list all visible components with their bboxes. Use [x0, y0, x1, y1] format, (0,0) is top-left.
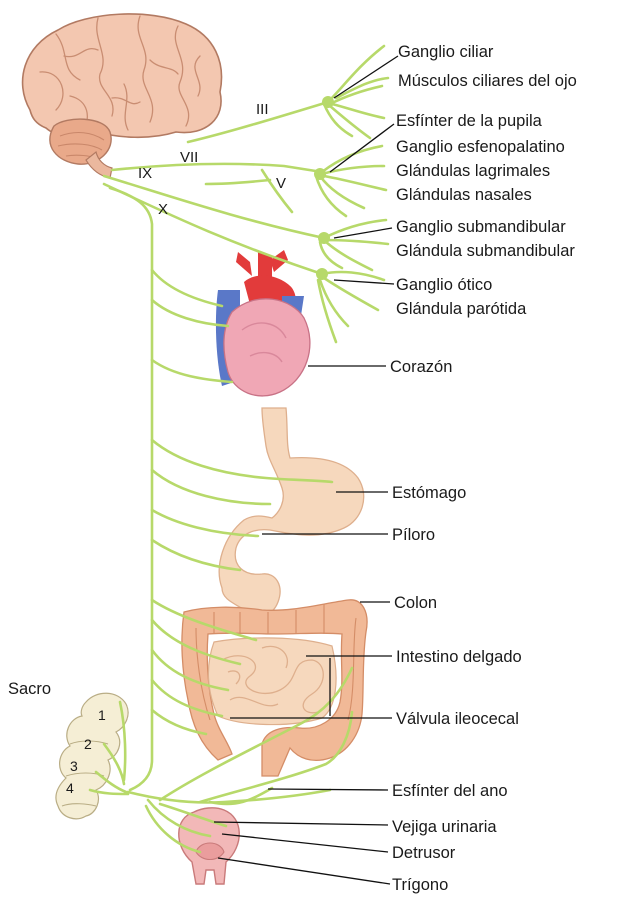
sacral-segment-1: 1 [98, 707, 106, 723]
label-colon: Colon [394, 594, 437, 612]
label-musculos-ciliares: Músculos ciliares del ojo [398, 72, 577, 90]
label-piloro: Píloro [392, 526, 435, 544]
stomach [219, 408, 363, 616]
label-corazon: Corazón [390, 358, 452, 376]
label-estomago: Estómago [392, 484, 466, 502]
nerve-label-iii: III [256, 101, 269, 118]
sacrum [56, 693, 128, 819]
label-ganglio-esfenopalatino: Ganglio esfenopalatino [396, 138, 565, 156]
sacrum-label: Sacro [8, 680, 51, 698]
nerve-label-x: X [158, 201, 168, 218]
label-ganglio-otico: Ganglio ótico [396, 276, 492, 294]
label-intestino-delgado: Intestino delgado [396, 648, 522, 666]
sacral-segment-4: 4 [66, 780, 74, 796]
label-glandulas-nasales: Glándulas nasales [396, 186, 532, 204]
label-glandula-parotida: Glándula parótida [396, 300, 527, 318]
small-intestine [208, 638, 336, 725]
structure-labels: Ganglio ciliar Músculos ciliares del ojo… [390, 43, 577, 894]
sacral-segment-2: 2 [84, 736, 92, 752]
label-detrusor: Detrusor [392, 844, 456, 862]
label-vejiga-urinaria: Vejiga urinaria [392, 818, 497, 836]
label-ganglio-submandibular: Ganglio submandibular [396, 218, 566, 236]
label-glandula-submandibular: Glándula submandibular [396, 242, 575, 260]
label-trigono: Trígono [392, 876, 448, 894]
sacral-segment-3: 3 [70, 758, 78, 774]
label-glandulas-lagrimales: Glándulas lagrimales [396, 162, 550, 180]
heart [216, 250, 310, 396]
label-ganglio-ciliar: Ganglio ciliar [398, 43, 494, 61]
label-esfinter-ano: Esfínter del ano [392, 782, 508, 800]
nerve-label-v: V [276, 175, 286, 192]
label-esfinter-pupila: Esfínter de la pupila [396, 112, 543, 130]
label-valvula-ileocecal: Válvula ileocecal [396, 710, 519, 728]
nerve-label-ix: IX [138, 165, 152, 182]
nerve-label-vii: VII [180, 149, 198, 166]
